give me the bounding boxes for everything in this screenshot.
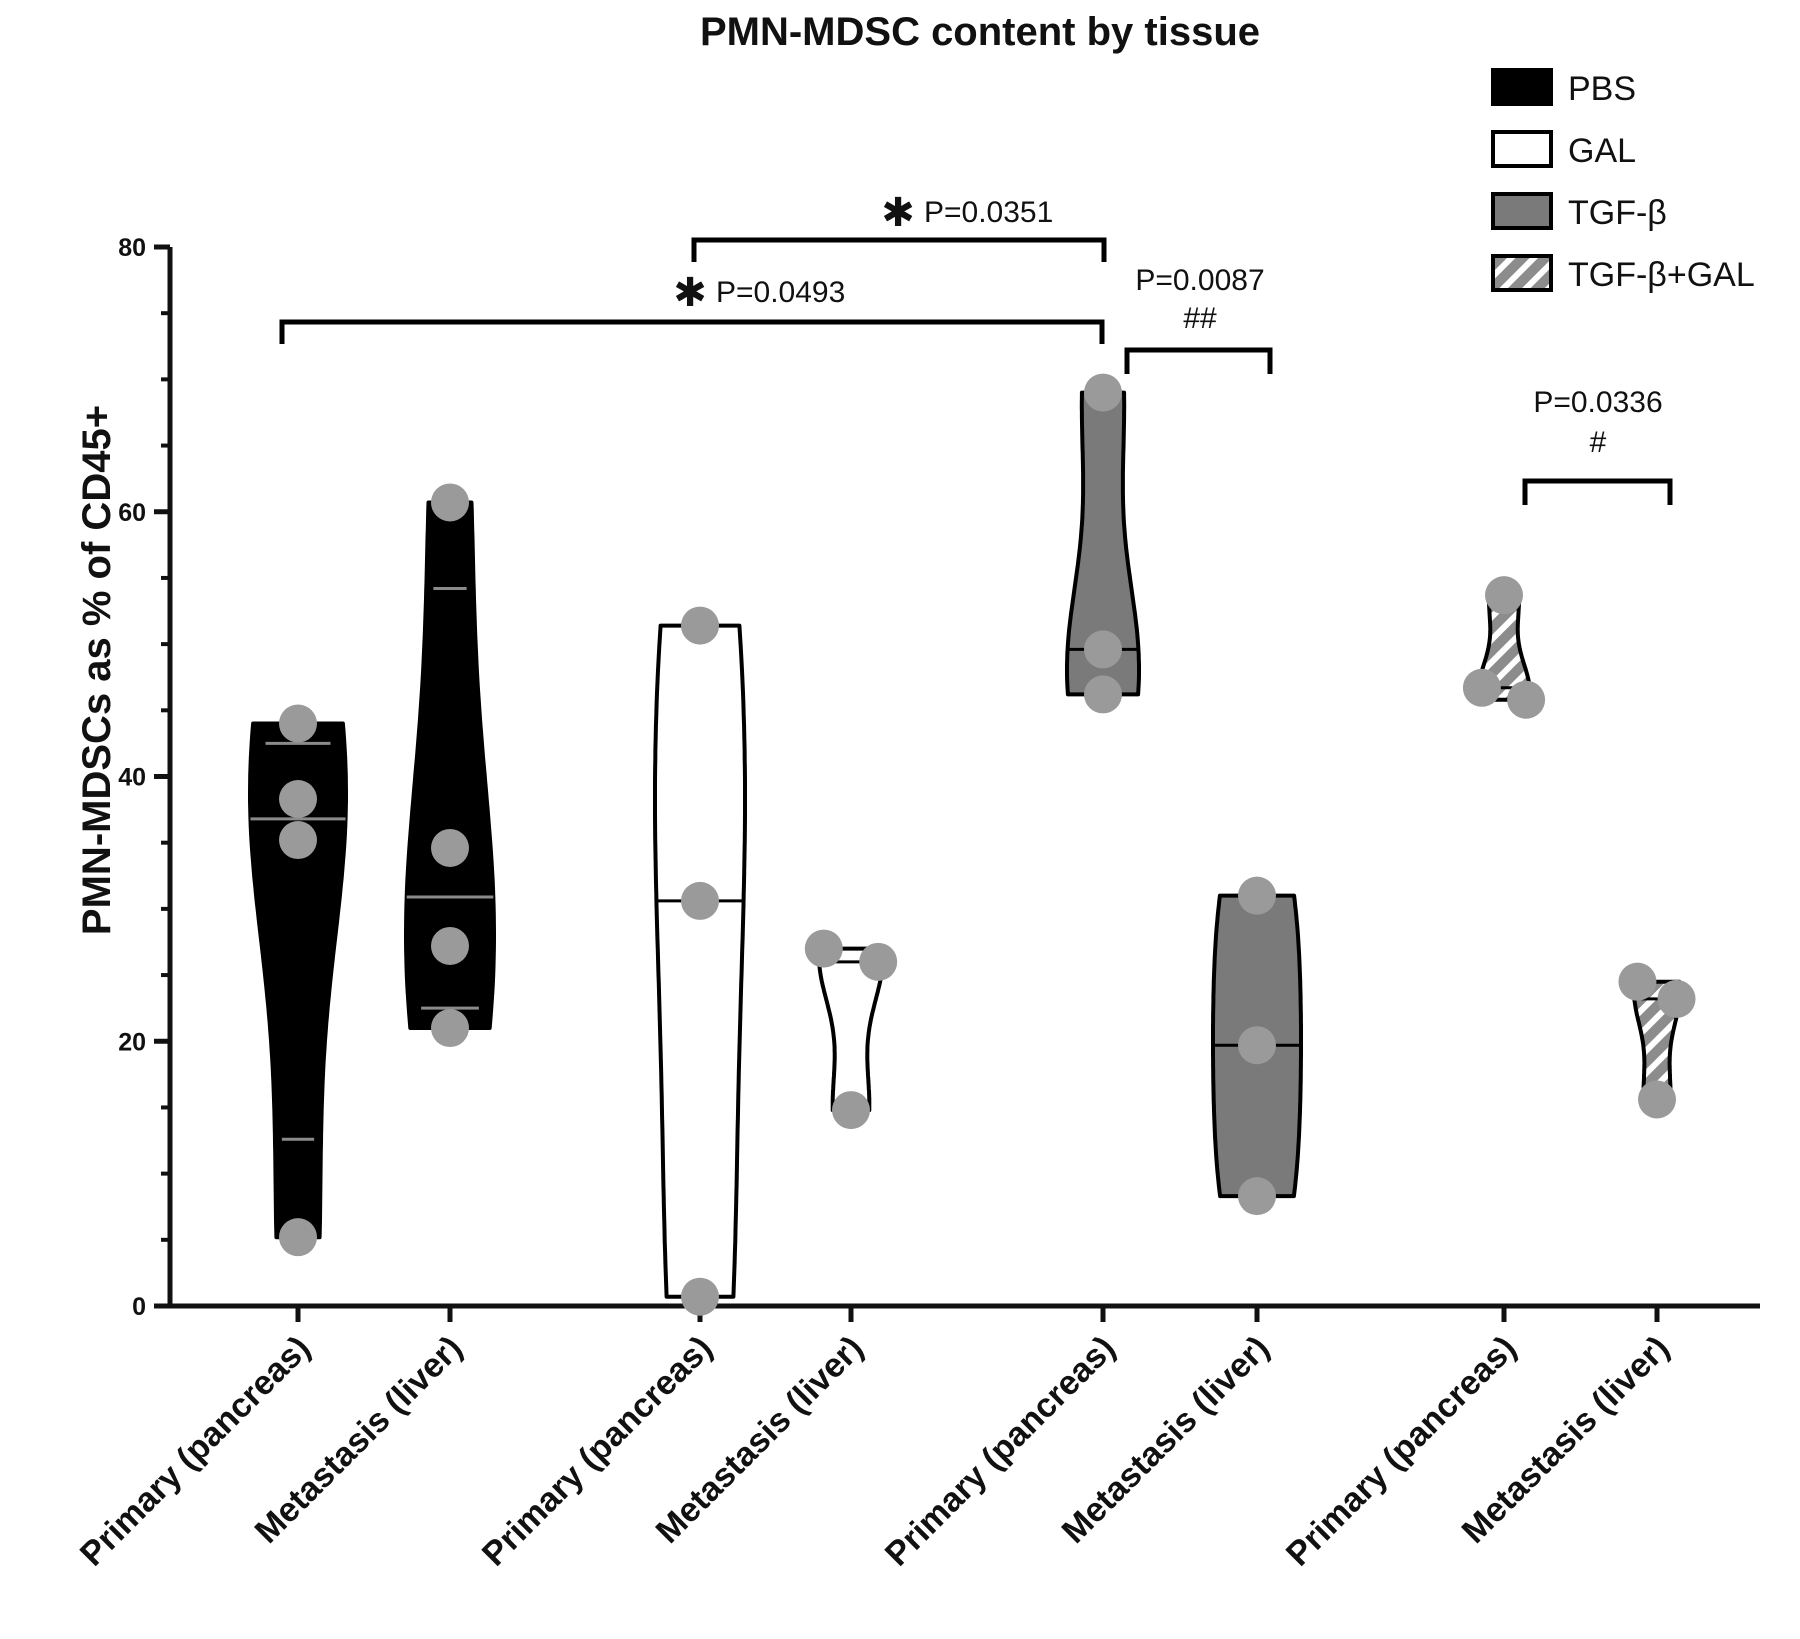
data-point [1084,630,1122,669]
bracket-p0336 [1522,478,1673,505]
p-value-label: P=0.0351 [924,196,1053,229]
legend-label: GAL [1568,132,1636,170]
data-point [431,828,469,867]
y-tick-label: 40 [118,764,146,792]
violin-body [653,623,747,1299]
legend-swatch [1491,68,1553,106]
data-point [279,780,317,819]
y-tick-label: 80 [118,234,146,262]
legend-swatch [1491,192,1553,230]
p-value-label: P=0.0336 [1533,386,1662,419]
legend-swatch [1491,130,1553,168]
significance-mark: ## [1183,302,1217,335]
data-point [1238,1026,1276,1065]
significance-star: ✱ [881,191,915,235]
y-ticks: 0 20 40 60 80 [118,234,1660,1322]
data-point [1507,680,1546,719]
significance-star: ✱ [673,271,707,315]
data-point [1462,668,1501,707]
data-point [681,881,719,920]
data-point [1238,876,1276,915]
violins [248,373,1696,1316]
data-point [1618,962,1657,1001]
bracket-p0351 [691,237,1107,262]
axes [167,247,1760,1309]
chart-title: PMN-MDSC content by tissue [700,10,1260,54]
data-point [681,606,719,645]
data-point [279,1218,317,1257]
data-point [859,942,898,981]
data-point [681,1277,719,1316]
legend-swatch [1491,254,1553,292]
data-point [1485,576,1523,615]
violin-body [248,721,348,1240]
data-point [279,704,317,743]
y-tick-label: 0 [132,1293,146,1321]
p-value-label: P=0.0493 [716,276,845,309]
bracket-p0493 [279,319,1105,344]
legend-label: TGF-β [1568,194,1667,232]
data-point [431,483,469,522]
significance-mark: # [1590,426,1607,459]
data-point [1657,979,1696,1018]
y-tick-label: 60 [118,499,146,527]
legend-label: TGF-β+GAL [1568,256,1755,294]
bracket-p0087 [1124,347,1273,374]
violin-body [1065,390,1141,697]
p-value-label: P=0.0087 [1135,264,1264,297]
data-point [1638,1080,1676,1119]
data-point [1084,373,1122,412]
data-point [279,821,317,860]
data-point [832,1091,870,1130]
y-tick-label: 20 [118,1028,146,1056]
x-tick-labels: Primary (pancreas)Metastasis (liver)Prim… [73,1329,1677,1574]
legend-label: PBS [1568,70,1636,108]
data-point [1238,1177,1276,1216]
y-axis-label: PMN-MDSCs as % of CD45+ [75,405,119,935]
data-point [804,929,843,968]
data-point [1084,675,1122,714]
data-point [431,1009,469,1048]
data-point [431,926,469,965]
